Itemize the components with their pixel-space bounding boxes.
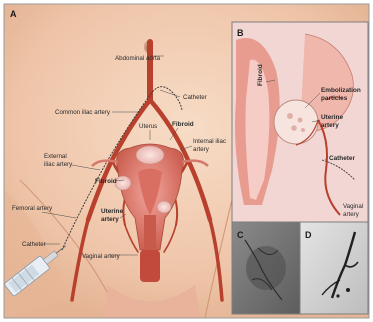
label-external-iliac-1: External [44, 153, 67, 160]
panel-letter-a: A [10, 9, 17, 19]
panel-letter-c: C [237, 230, 244, 240]
label-inset-vaginal-1: Vaginal [343, 203, 363, 210]
label-fibroid-left: Fibroid [95, 178, 117, 185]
panel-letter-d: D [305, 230, 312, 240]
label-inset-catheter: Catheter [329, 155, 355, 162]
inset-b [232, 22, 368, 222]
label-uterus: Uterus [139, 123, 157, 130]
label-inset-uterine-2: artery [321, 122, 339, 129]
panel-letter-b: B [237, 28, 244, 38]
label-common-iliac: Common iliac artery [55, 109, 111, 116]
label-inset-vaginal-2: artery [343, 211, 360, 218]
label-embolization-2: particles [321, 95, 348, 102]
embolized-fibroid-circle [274, 100, 318, 144]
label-femoral-artery: Femoral artery [12, 205, 53, 212]
label-embolization-1: Embolization [321, 87, 361, 94]
label-uterine-artery-1: Uterine [101, 208, 123, 215]
label-external-iliac-2: iliac artery [44, 161, 73, 168]
label-internal-iliac-2: artery [193, 146, 210, 153]
label-catheter-left: Catheter [22, 241, 46, 248]
label-catheter-top: Catheter [183, 94, 207, 101]
label-vaginal-artery: Vaginal artery [82, 253, 121, 260]
label-internal-iliac-1: Internal iliac [193, 138, 226, 145]
label-inset-uterine-1: Uterine [321, 114, 343, 121]
label-uterine-artery-2: artery [101, 216, 119, 223]
label-abdominal-aorta: Abdominal aorta [115, 55, 161, 62]
label-inset-fibroid: Fibroid [257, 64, 264, 86]
label-fibroid-top: Fibroid [172, 121, 194, 128]
